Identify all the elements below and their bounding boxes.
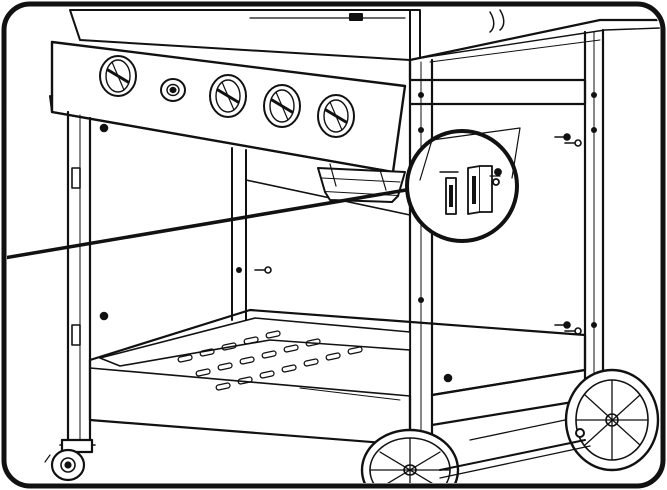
rear-left-post: [231, 147, 247, 323]
hook-bracket: [439, 165, 502, 215]
igniter-button: [160, 78, 186, 102]
detail-callout: [405, 127, 521, 243]
axle: [439, 419, 591, 479]
control-knob: [263, 84, 301, 128]
caster-wheel: [44, 438, 94, 482]
control-knob: [317, 94, 355, 138]
firebox-top: [69, 9, 505, 61]
control-knob: [209, 74, 247, 118]
side-shelf: [408, 18, 660, 106]
callout-leader-line: [7, 188, 408, 260]
shelf-slots: [177, 330, 363, 391]
rear-wheel-right: [564, 368, 660, 472]
rear-wheel-left: [360, 428, 460, 483]
right-front-leg: [408, 58, 434, 442]
control-knob: [99, 55, 137, 97]
